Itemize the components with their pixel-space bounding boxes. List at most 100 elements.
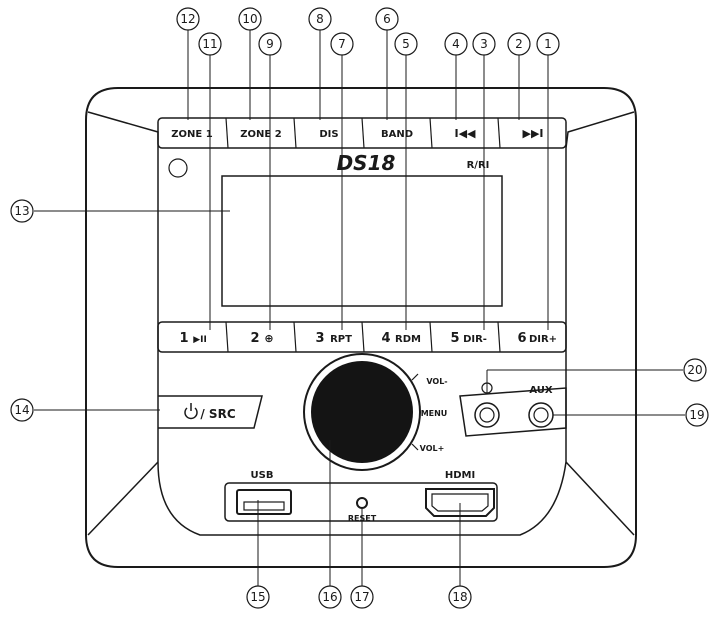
aux-jack-inner bbox=[533, 407, 549, 423]
callout-12: 12 bbox=[176, 7, 200, 31]
preset-button-dividers bbox=[225, 321, 501, 353]
svg-text:18: 18 bbox=[452, 590, 467, 604]
preset-2-button[interactable]: 2 ⊕ bbox=[250, 331, 273, 346]
svg-text:2: 2 bbox=[515, 37, 523, 51]
dis-button[interactable]: DIS bbox=[319, 129, 338, 140]
aux-label: AUX bbox=[529, 385, 553, 396]
preset-3-label: RPT bbox=[330, 334, 352, 345]
aux-jack[interactable] bbox=[528, 402, 554, 428]
preset-4-button[interactable]: 4 RDM bbox=[381, 331, 421, 346]
preset-5-label: DIR- bbox=[463, 334, 487, 345]
preset-4-label: RDM bbox=[395, 334, 421, 345]
preset-3-button[interactable]: 3 RPT bbox=[315, 331, 352, 346]
callout-20: 20 bbox=[683, 358, 707, 382]
svg-text:20: 20 bbox=[687, 363, 702, 377]
usb-port-tongue bbox=[243, 501, 285, 511]
top-button-dividers bbox=[225, 117, 501, 149]
callout-3: 3 bbox=[472, 32, 496, 56]
inner-frame bbox=[87, 111, 635, 536]
svg-text:13: 13 bbox=[14, 204, 29, 218]
callout-15: 15 bbox=[246, 585, 270, 609]
reset-button[interactable] bbox=[356, 497, 368, 509]
preset-4-number: 4 bbox=[381, 331, 390, 346]
preset-1-number: 1 bbox=[179, 331, 188, 346]
svg-text:6: 6 bbox=[383, 12, 391, 26]
callout-1: 1 bbox=[536, 32, 560, 56]
callout-8: 8 bbox=[308, 7, 332, 31]
preset-1-button[interactable]: 1 ▶II bbox=[179, 331, 206, 346]
band-button[interactable]: BAND bbox=[381, 129, 413, 140]
svg-text:3: 3 bbox=[480, 37, 488, 51]
vol-down-tick bbox=[411, 373, 419, 381]
frame-bevel-left bbox=[87, 461, 159, 536]
hdmi-port-inner bbox=[431, 493, 489, 512]
aux-panel bbox=[459, 387, 567, 437]
menu-label: MENU bbox=[421, 409, 448, 418]
svg-text:9: 9 bbox=[266, 37, 274, 51]
callout-19: 19 bbox=[685, 403, 709, 427]
power-icon bbox=[184, 403, 198, 420]
vol-up-tick bbox=[411, 443, 419, 451]
callout-markers: 1 2 3 4 5 6 7 8 9 10 11 12 13 14 15 16 1… bbox=[10, 7, 709, 609]
preset-6-label: DIR+ bbox=[529, 334, 557, 345]
svg-text:16: 16 bbox=[322, 590, 337, 604]
preset-6-button[interactable]: 6 DIR+ bbox=[517, 331, 557, 346]
play-pause-icon: ▶II bbox=[193, 335, 207, 345]
display-screen bbox=[221, 175, 503, 307]
usb-port[interactable] bbox=[236, 489, 292, 515]
callout-17: 17 bbox=[350, 585, 374, 609]
callout-16: 16 bbox=[318, 585, 342, 609]
headphone-jack-inner bbox=[479, 407, 495, 423]
preset-2-number: 2 bbox=[250, 331, 259, 346]
preset-3-number: 3 bbox=[315, 331, 324, 346]
callout-6: 6 bbox=[375, 7, 399, 31]
next-track-button[interactable]: ▶▶I bbox=[522, 127, 543, 140]
hdmi-label: HDMI bbox=[445, 470, 475, 481]
callout-14: 14 bbox=[10, 398, 34, 422]
usb-label: USB bbox=[251, 470, 274, 481]
callout-18: 18 bbox=[448, 585, 472, 609]
preset-6-number: 6 bbox=[517, 331, 526, 346]
svg-text:14: 14 bbox=[14, 403, 29, 417]
frame-bevel-right bbox=[565, 461, 635, 536]
svg-text:12: 12 bbox=[180, 12, 195, 26]
zoom-icon: ⊕ bbox=[264, 332, 273, 345]
callout-4: 4 bbox=[444, 32, 468, 56]
prev-track-button[interactable]: I◀◀ bbox=[454, 127, 476, 140]
callout-13: 13 bbox=[10, 199, 34, 223]
vol-down-label: VOL- bbox=[426, 377, 447, 386]
hdmi-port[interactable] bbox=[425, 488, 495, 517]
callout-2: 2 bbox=[507, 32, 531, 56]
svg-text:11: 11 bbox=[202, 37, 217, 51]
rds-badge: R∕RI bbox=[467, 160, 490, 171]
callout-10: 10 bbox=[238, 7, 262, 31]
callout-7: 7 bbox=[330, 32, 354, 56]
headphone-jack[interactable] bbox=[474, 402, 500, 428]
zone2-button[interactable]: ZONE 2 bbox=[240, 129, 281, 140]
port-panel bbox=[224, 482, 498, 522]
volume-knob[interactable] bbox=[311, 361, 413, 463]
zone1-button[interactable]: ZONE 1 bbox=[171, 129, 212, 140]
callout-leaders bbox=[34, 30, 685, 586]
preset-5-button[interactable]: 5 DIR- bbox=[450, 331, 486, 346]
vol-up-label: VOL+ bbox=[420, 444, 445, 453]
svg-text:19: 19 bbox=[689, 408, 704, 422]
svg-text:10: 10 bbox=[242, 12, 257, 26]
callout-5: 5 bbox=[394, 32, 418, 56]
svg-text:15: 15 bbox=[250, 590, 265, 604]
svg-text:8: 8 bbox=[316, 12, 324, 26]
svg-text:4: 4 bbox=[452, 37, 460, 51]
ir-sensor bbox=[168, 158, 188, 178]
svg-text:1: 1 bbox=[544, 37, 552, 51]
svg-text:7: 7 bbox=[338, 37, 346, 51]
svg-text:17: 17 bbox=[354, 590, 369, 604]
svg-text:5: 5 bbox=[402, 37, 410, 51]
preset-5-number: 5 bbox=[450, 331, 459, 346]
brand-logo: DS18 bbox=[337, 151, 396, 175]
volume-knob-ring bbox=[303, 353, 421, 471]
callout-11: 11 bbox=[198, 32, 222, 56]
callout-9: 9 bbox=[258, 32, 282, 56]
src-label: / SRC bbox=[200, 407, 235, 421]
power-src-button[interactable] bbox=[158, 395, 263, 429]
